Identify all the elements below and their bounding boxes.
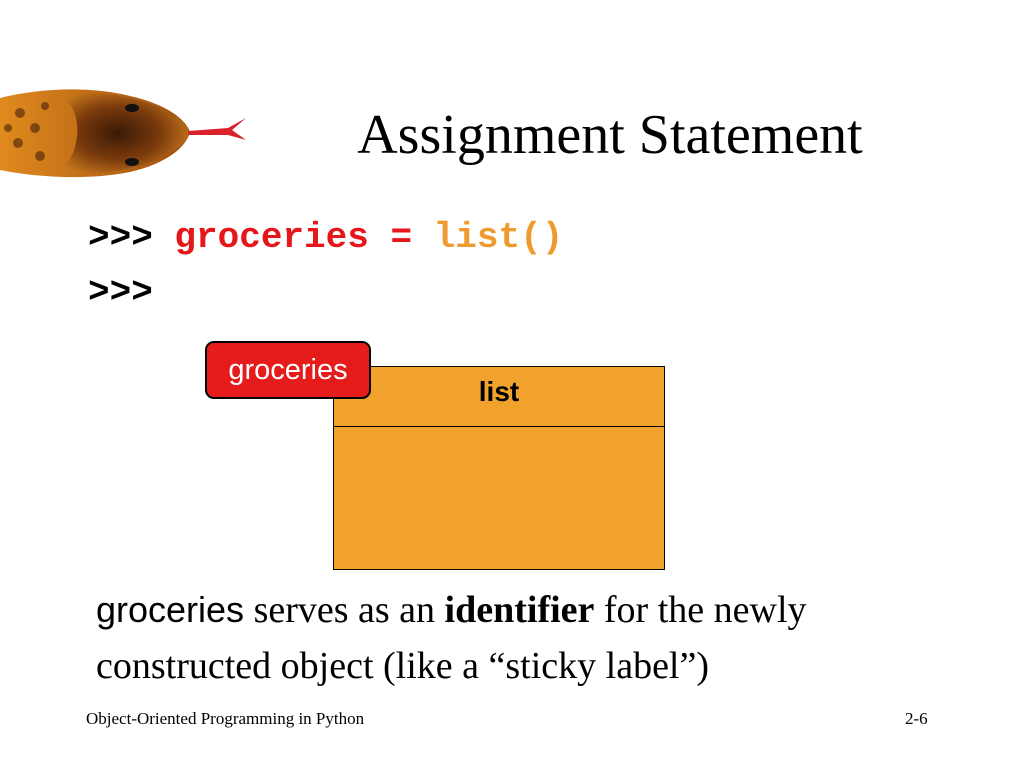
code-constructor-call: list(): [433, 217, 564, 258]
code-line-1: >>> groceries = list(): [88, 213, 563, 263]
object-type-label: list: [334, 367, 664, 427]
explanation-part-2: for the newly constructed object (like a…: [96, 589, 807, 687]
footer-slide-number: 2-6: [905, 709, 928, 728]
explanation-part-1: serves as an: [244, 589, 445, 631]
prompt: >>>: [88, 272, 153, 313]
prompt: >>>: [88, 217, 153, 258]
identifier-term: groceries: [96, 589, 245, 630]
code-line-2: >>>: [88, 268, 153, 318]
slide-title: Assignment Statement: [357, 104, 863, 166]
identifier-label: groceries: [205, 341, 371, 399]
list-object-box: list: [333, 366, 665, 570]
snake-head-icon: [0, 89, 246, 178]
footer-course-title: Object-Oriented Programming in Python: [86, 709, 365, 728]
keyword-identifier: identifier: [444, 589, 595, 631]
explanation-text: groceries serves as an identifier for th…: [96, 582, 976, 694]
code-assignment: groceries =: [174, 217, 413, 258]
